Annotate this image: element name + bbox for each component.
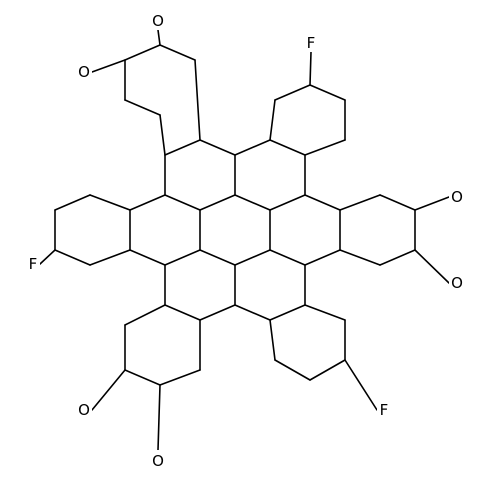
bond-line: [414, 196, 450, 211]
bond-line: [269, 194, 306, 211]
methoxy-oxygen-right-2: O: [449, 272, 465, 292]
bond-line: [344, 359, 378, 411]
bond-line: [39, 249, 56, 265]
bond-line: [234, 139, 271, 156]
bond-line: [124, 44, 161, 61]
atom-label-layer: F F F O O O: [26, 10, 465, 470]
bond-line: [159, 114, 166, 156]
bond-line: [54, 194, 91, 211]
bond-line: [234, 194, 271, 211]
fluorine-atom-bottom-right: F: [377, 399, 391, 419]
bond-line: [269, 139, 306, 156]
oxygen-label: O: [451, 274, 463, 292]
bond-line: [339, 194, 381, 211]
bond-line: [304, 249, 341, 266]
bond-line: [89, 194, 131, 211]
oxygen-label: O: [152, 452, 164, 470]
bond-line: [194, 59, 201, 141]
bond-line: [199, 304, 236, 321]
oxygen-label: O: [451, 188, 463, 206]
bond-line: [199, 249, 236, 266]
bond-line: [164, 304, 201, 321]
bond-line: [91, 59, 126, 73]
fluorine-label: F: [380, 401, 389, 419]
bond-line: [309, 359, 346, 381]
bond-line: [164, 194, 201, 211]
bond-layer: [39, 29, 450, 451]
bond-line: [124, 99, 161, 116]
bond-line: [269, 99, 276, 141]
bond-line: [269, 249, 306, 266]
bond-line: [414, 249, 450, 284]
bond-line: [157, 29, 161, 46]
bond-line: [129, 194, 166, 211]
bond-line: [164, 249, 201, 266]
fluorine-label: F: [307, 34, 316, 52]
methoxy-oxygen-top-1: O: [150, 10, 166, 30]
bond-line: [129, 249, 166, 266]
bond-line: [124, 304, 166, 326]
fluorine-atom-left: F: [26, 253, 40, 273]
bond-line: [379, 194, 416, 211]
bond-line: [199, 139, 236, 156]
bond-line: [91, 369, 126, 411]
oxygen-label: O: [78, 63, 90, 81]
fluorine-atom-top-right: F: [304, 32, 318, 52]
bond-line: [157, 384, 161, 451]
fluorine-label: F: [29, 255, 38, 273]
bond-line: [304, 304, 346, 321]
methoxy-oxygen-top-2: O: [76, 61, 92, 81]
bond-line: [234, 249, 271, 266]
bond-line: [164, 139, 201, 156]
bond-line: [159, 369, 201, 386]
methoxy-oxygen-bottom-2: O: [150, 450, 166, 470]
bond-line: [309, 51, 312, 86]
methoxy-oxygen-bottom-1: O: [76, 399, 92, 419]
bond-line: [269, 304, 306, 321]
bond-line: [304, 139, 346, 156]
bond-line: [274, 84, 311, 101]
bond-line: [379, 249, 416, 266]
bond-line: [339, 249, 381, 266]
methoxy-oxygen-right-1: O: [449, 186, 465, 206]
bond-line: [54, 249, 91, 266]
bond-line: [159, 44, 196, 61]
bond-line: [304, 194, 341, 211]
bond-line: [309, 84, 346, 101]
bond-line: [274, 359, 311, 381]
bond-line: [234, 304, 271, 321]
bond-line: [89, 249, 131, 266]
bond-line: [269, 319, 276, 361]
bond-line: [124, 369, 161, 386]
bond-line: [199, 194, 236, 211]
oxygen-label: O: [152, 12, 164, 30]
oxygen-label: O: [78, 401, 90, 419]
